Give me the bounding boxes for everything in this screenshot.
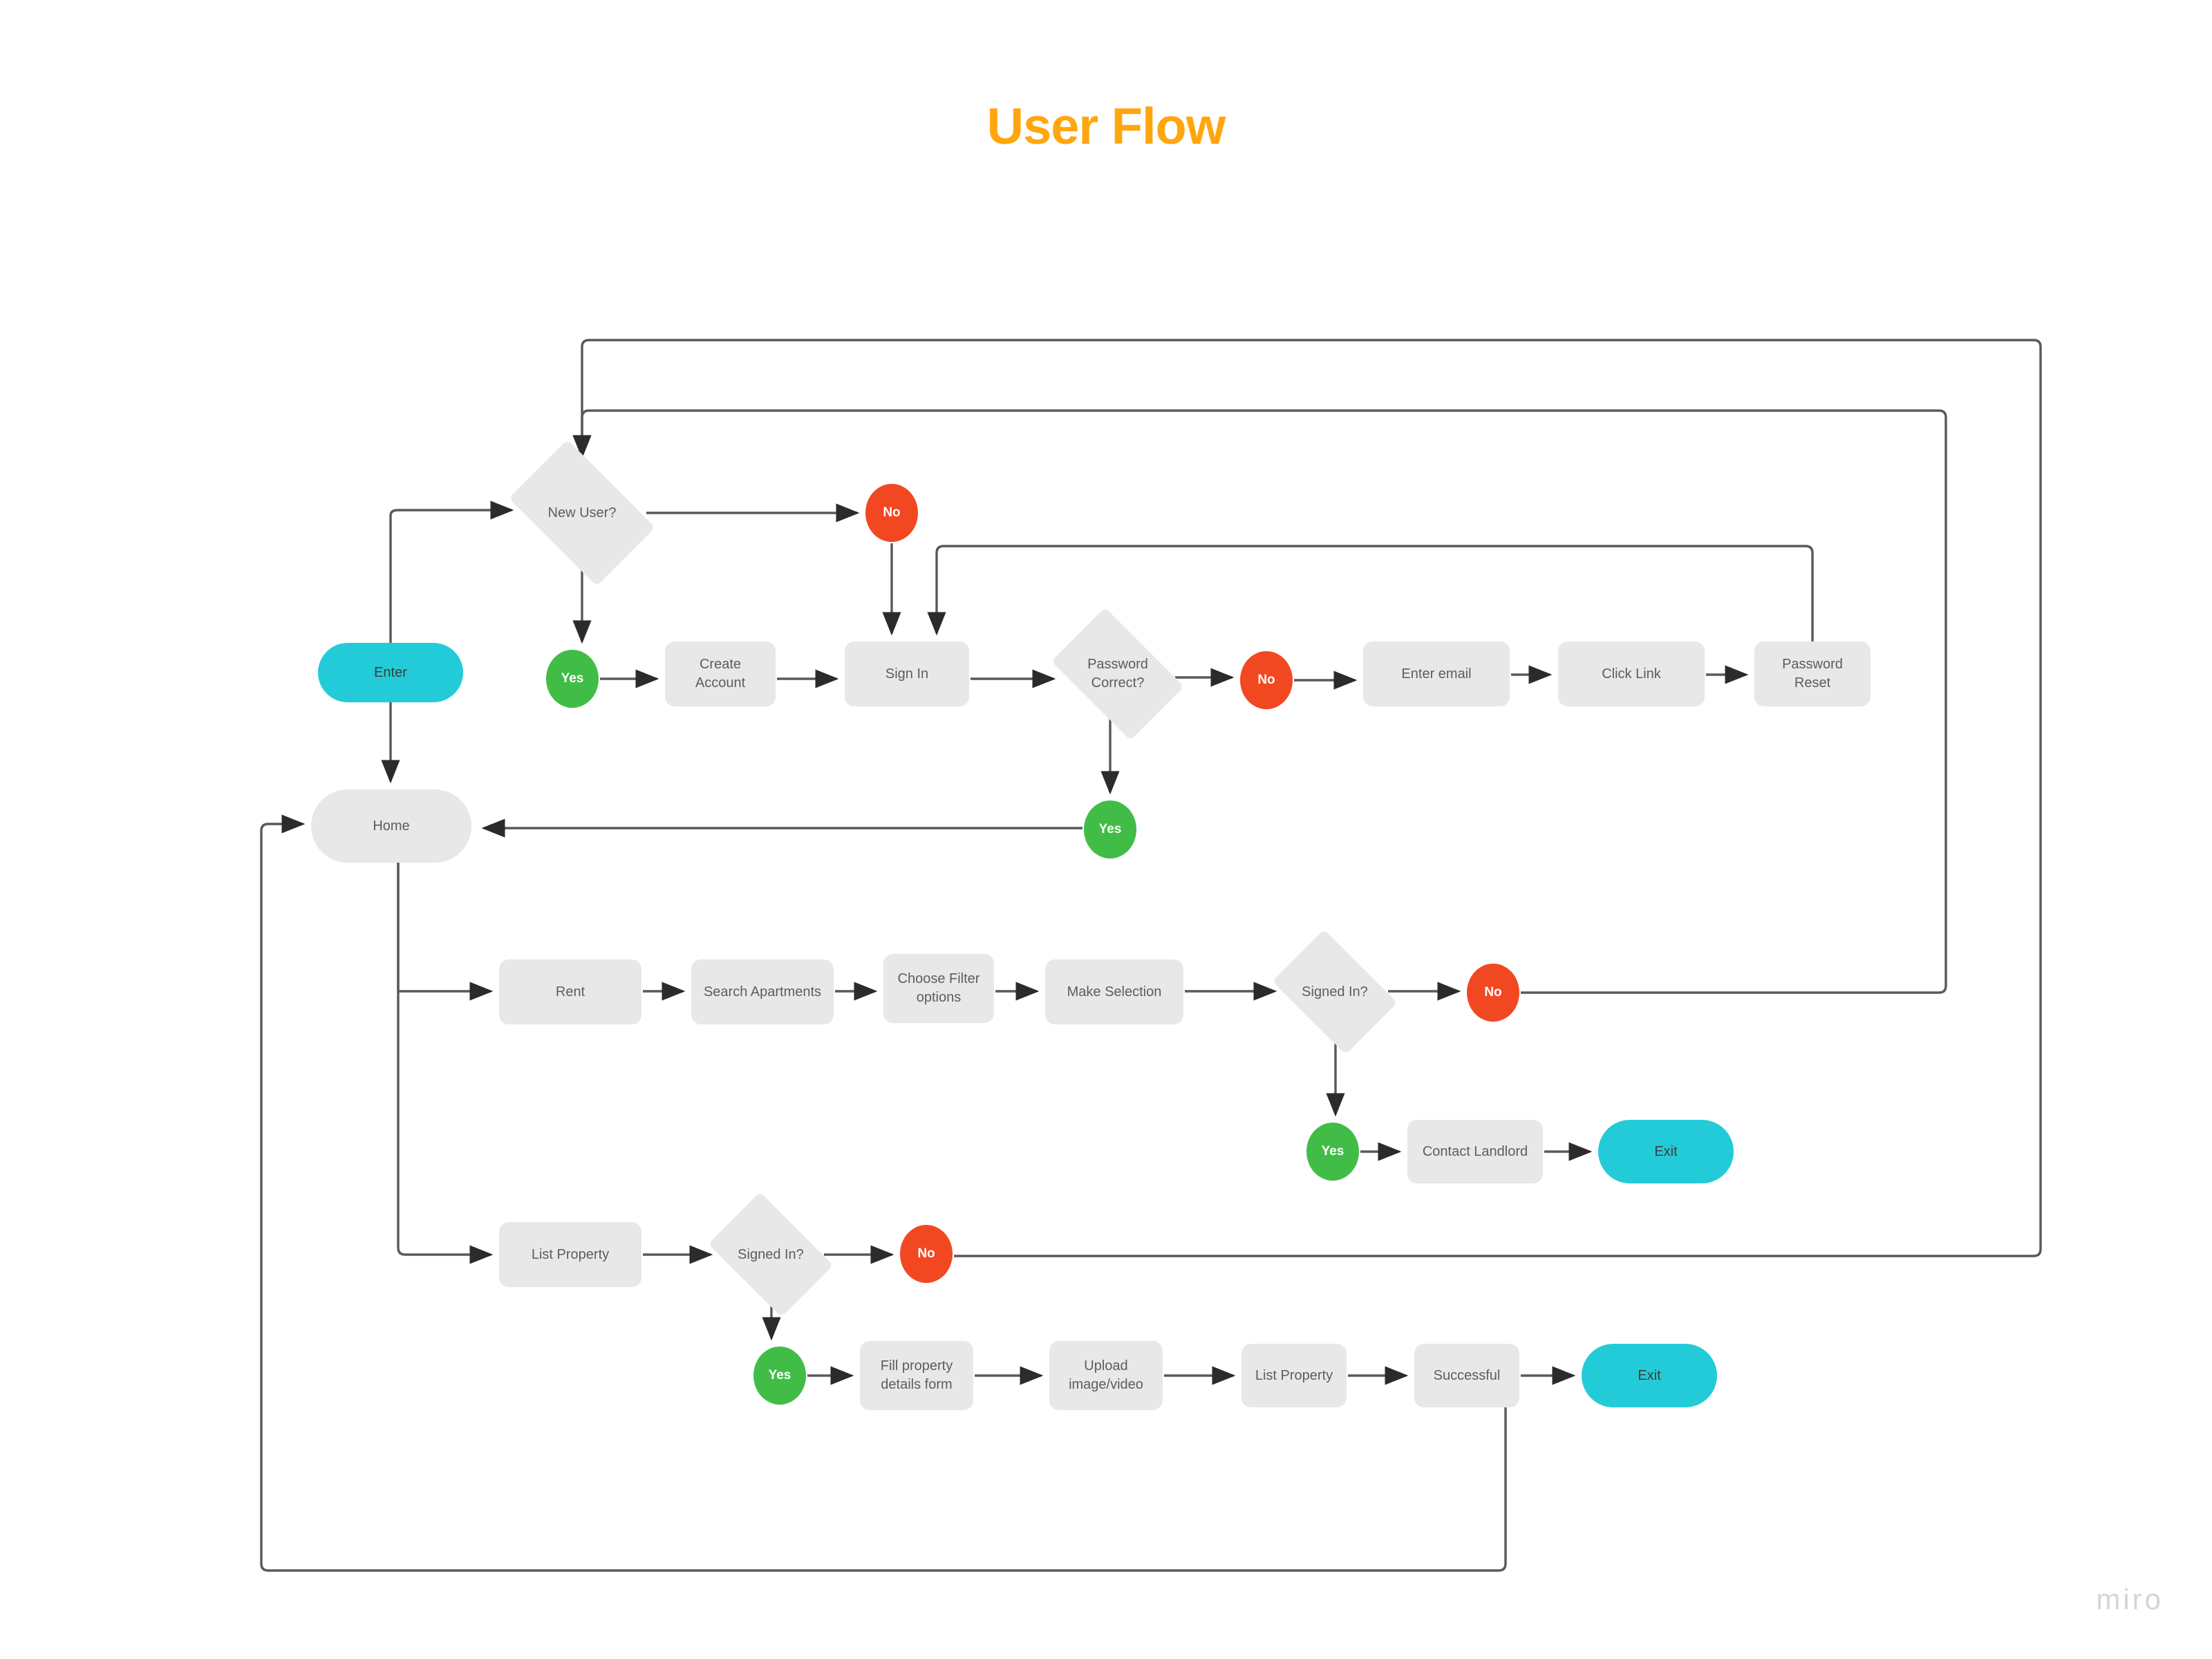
node-list-signed-in[interactable]: Signed In? — [708, 1192, 834, 1318]
node-exit-rent[interactable]: Exit — [1598, 1120, 1734, 1183]
node-list-yes[interactable]: Yes — [753, 1347, 806, 1405]
node-successful[interactable]: Successful — [1414, 1344, 1519, 1407]
node-search-apartments[interactable]: Search Apartments — [691, 959, 834, 1024]
node-new-user-no[interactable]: No — [865, 484, 918, 542]
node-enter-email[interactable]: Enter email — [1363, 641, 1510, 706]
node-password-correct[interactable]: Password Correct? — [1051, 607, 1185, 741]
node-new-user[interactable]: New User? — [508, 439, 656, 587]
node-rent-yes[interactable]: Yes — [1306, 1123, 1359, 1181]
node-exit-list[interactable]: Exit — [1582, 1344, 1717, 1407]
node-list-no[interactable]: No — [900, 1225, 953, 1283]
node-home[interactable]: Home — [311, 789, 471, 863]
node-make-selection[interactable]: Make Selection — [1045, 959, 1183, 1024]
node-rent-no[interactable]: No — [1467, 964, 1519, 1022]
node-password-yes[interactable]: Yes — [1084, 800, 1136, 859]
node-password-no[interactable]: No — [1240, 651, 1293, 709]
node-enter[interactable]: Enter — [318, 643, 463, 702]
page-title: User Flow — [986, 97, 1226, 155]
node-sign-in[interactable]: Sign In — [845, 641, 969, 706]
node-rent[interactable]: Rent — [499, 959, 641, 1024]
node-new-user-yes[interactable]: Yes — [546, 650, 599, 708]
node-upload-media[interactable]: Upload image/video — [1049, 1341, 1163, 1410]
node-password-reset[interactable]: Password Reset — [1754, 641, 1871, 706]
node-list-property-1[interactable]: List Property — [499, 1222, 641, 1287]
node-list-property-2[interactable]: List Property — [1241, 1344, 1347, 1407]
node-click-link[interactable]: Click Link — [1558, 641, 1705, 706]
node-rent-signed-in[interactable]: Signed In? — [1272, 929, 1398, 1055]
miro-watermark: miro — [2096, 1583, 2164, 1615]
node-contact-landlord[interactable]: Contact Landlord — [1407, 1120, 1543, 1183]
node-fill-property-form[interactable]: Fill property details form — [860, 1341, 973, 1410]
node-choose-filter[interactable]: Choose Filter options — [883, 954, 994, 1023]
node-create-account[interactable]: Create Account — [665, 641, 776, 706]
